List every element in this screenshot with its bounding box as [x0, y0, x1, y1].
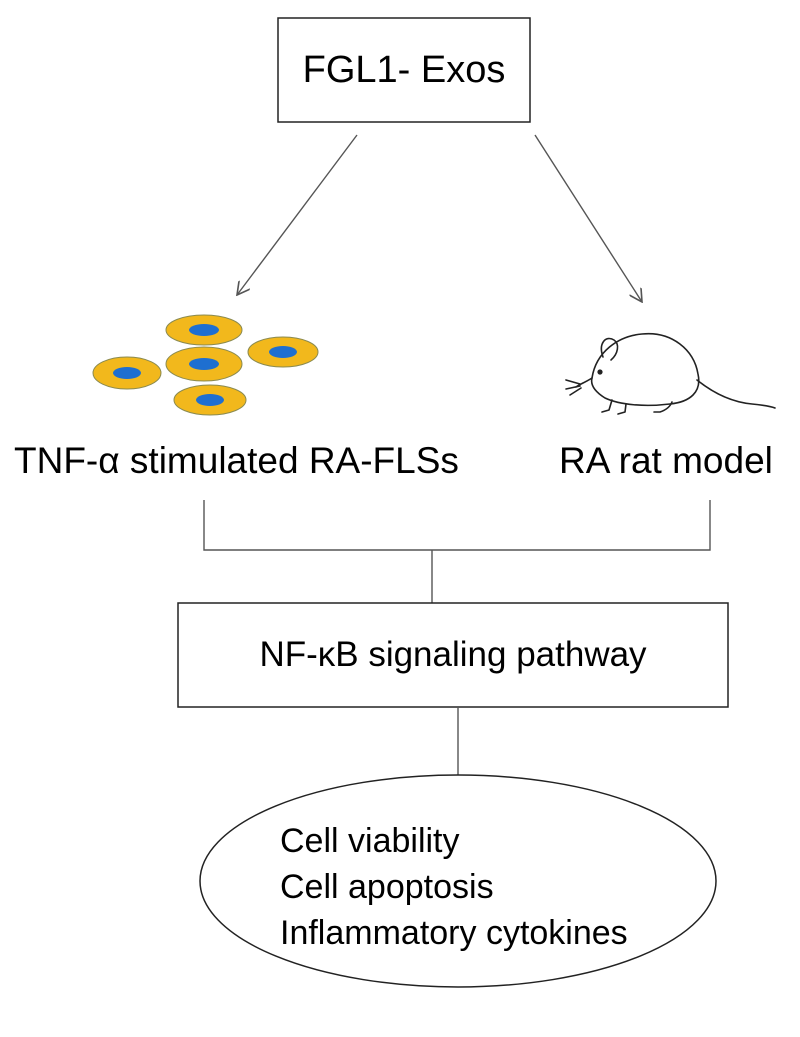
cells-icon	[92, 314, 319, 416]
arrow-to-cells	[237, 134, 358, 295]
outcomes-list: Cell viability Cell apoptosis Inflammato…	[280, 818, 628, 956]
top-box-label: FGL1- Exos	[302, 48, 506, 91]
rat-icon	[565, 332, 776, 415]
top-box	[277, 17, 531, 123]
rat-model-label: RA rat model	[559, 440, 773, 481]
pathway-label: NF-κB signaling pathway	[259, 635, 647, 674]
outcome-item: Cell viability	[280, 822, 460, 860]
arrow-to-rat	[534, 134, 642, 302]
outcome-item: Inflammatory cytokines	[280, 914, 628, 952]
middle-box	[177, 602, 729, 708]
outcomes-oval	[199, 774, 717, 988]
merge-bracket	[203, 500, 711, 551]
outcome-item: Cell apoptosis	[280, 868, 494, 906]
cells-label: TNF-α stimulated RA-FLSs	[14, 440, 459, 481]
